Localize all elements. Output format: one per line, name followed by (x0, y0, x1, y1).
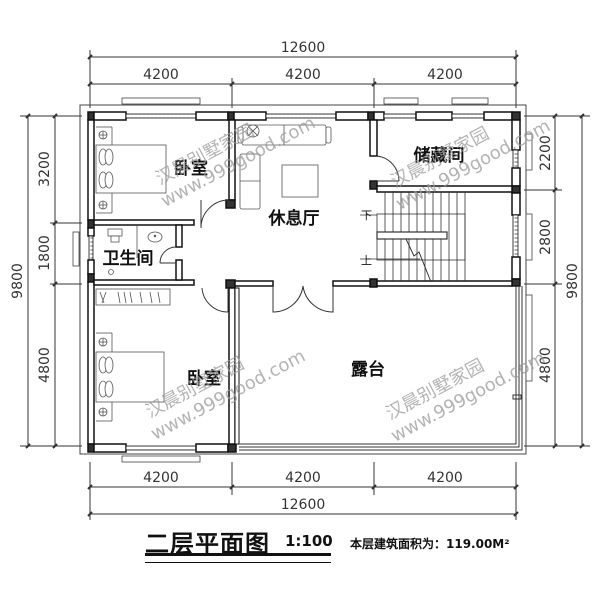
staircase (360, 192, 466, 283)
stair-down-label: 下 (361, 209, 372, 222)
dim-right-seg-2: 2800 (538, 219, 554, 255)
pillow-icons (98, 148, 114, 189)
furniture (95, 124, 332, 422)
walls (87, 111, 521, 453)
left-dimensions (20, 113, 82, 449)
room-label-terrace: 露台 (351, 359, 385, 380)
bottom-dimensions (87, 462, 519, 520)
dim-left-total: 9800 (10, 263, 26, 299)
dim-top-total: 12600 (281, 40, 326, 56)
dim-right-seg-1: 2200 (538, 135, 554, 171)
room-label-bedroom-bottom: 卧室 (187, 368, 221, 389)
slab-outline (79, 104, 527, 455)
room-label-lounge: 休息厅 (268, 208, 320, 229)
drawing-scale: 1:100 (285, 532, 333, 550)
dim-right-total: 9800 (565, 263, 581, 299)
dim-left-seg-2: 1800 (37, 235, 53, 271)
right-dimensions (524, 113, 590, 449)
room-label-bathroom: 卫生间 (103, 248, 154, 269)
dim-top-seg-3: 4200 (427, 67, 463, 83)
dim-bottom-total: 12600 (281, 497, 326, 513)
dim-left-seg-3: 4800 (37, 347, 53, 383)
ac-units (72, 97, 533, 463)
top-dimensions (87, 50, 519, 108)
dim-left-seg-1: 3200 (37, 151, 53, 187)
dim-right-seg-3: 4800 (538, 347, 554, 383)
room-label-storage: 储藏间 (414, 145, 465, 166)
title-underline (145, 553, 331, 563)
dim-top-seg-2: 4200 (285, 67, 321, 83)
dim-bottom-seg-3: 4200 (427, 470, 463, 486)
doors (159, 155, 400, 313)
floor-area-note: 本层建筑面积为：119.00M² (350, 537, 510, 551)
dim-top-seg-1: 4200 (143, 67, 179, 83)
stair-up-label: 上 (361, 254, 372, 267)
dim-bottom-seg-2: 4200 (285, 470, 321, 486)
dim-bottom-seg-1: 4200 (143, 470, 179, 486)
watermark-bottom-right: 汉晨别墅家园 www.999good.com (382, 348, 548, 447)
terrace-parapet (239, 286, 523, 451)
room-label-bedroom-top: 卧室 (174, 158, 208, 179)
